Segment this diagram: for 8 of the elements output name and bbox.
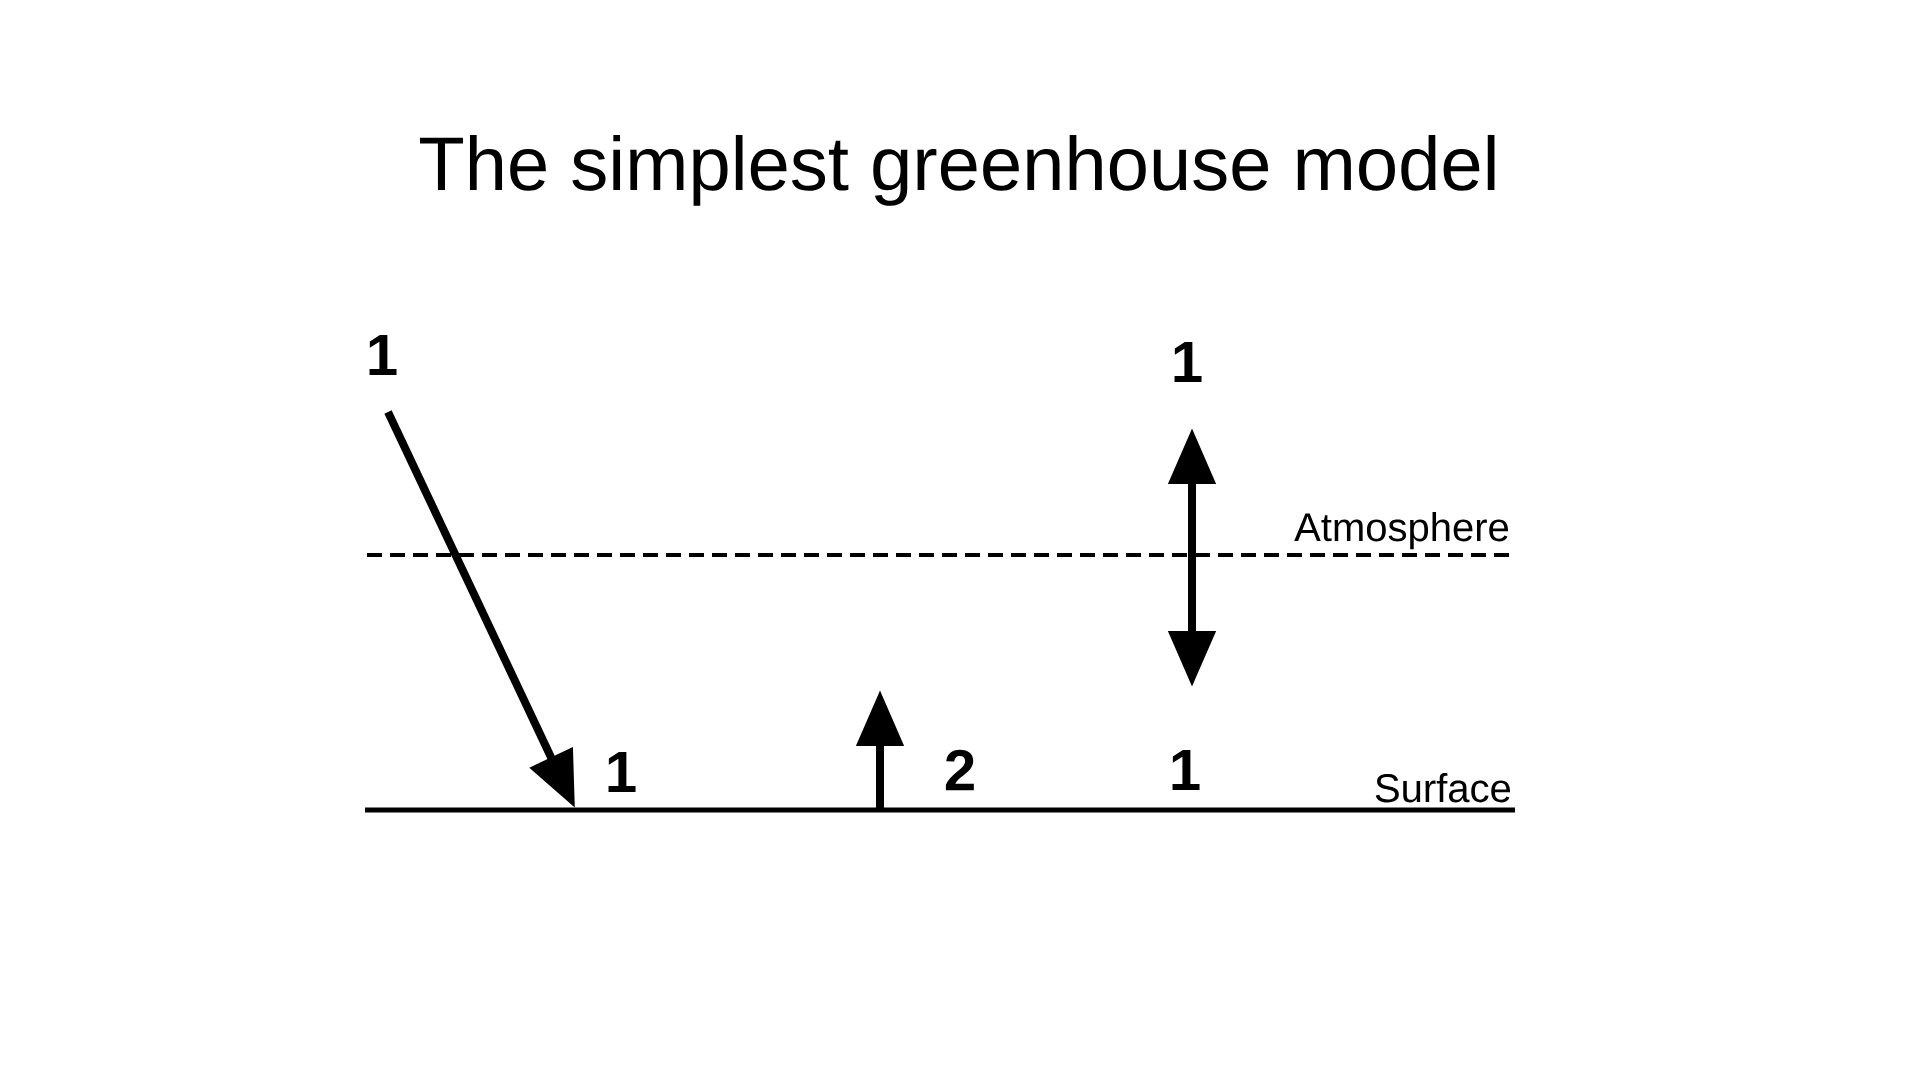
flux-value: 2 xyxy=(945,749,974,791)
layer-label: Atmosphere xyxy=(1294,512,1508,550)
flux-value: 1 xyxy=(1172,750,1200,790)
flux-value: 1 xyxy=(1174,342,1202,382)
flux-value: 1 xyxy=(369,335,397,375)
flux-value: 1 xyxy=(608,752,636,792)
title: The simplest greenhouse model xyxy=(420,134,1495,206)
layer-label: Surface xyxy=(1375,773,1511,803)
